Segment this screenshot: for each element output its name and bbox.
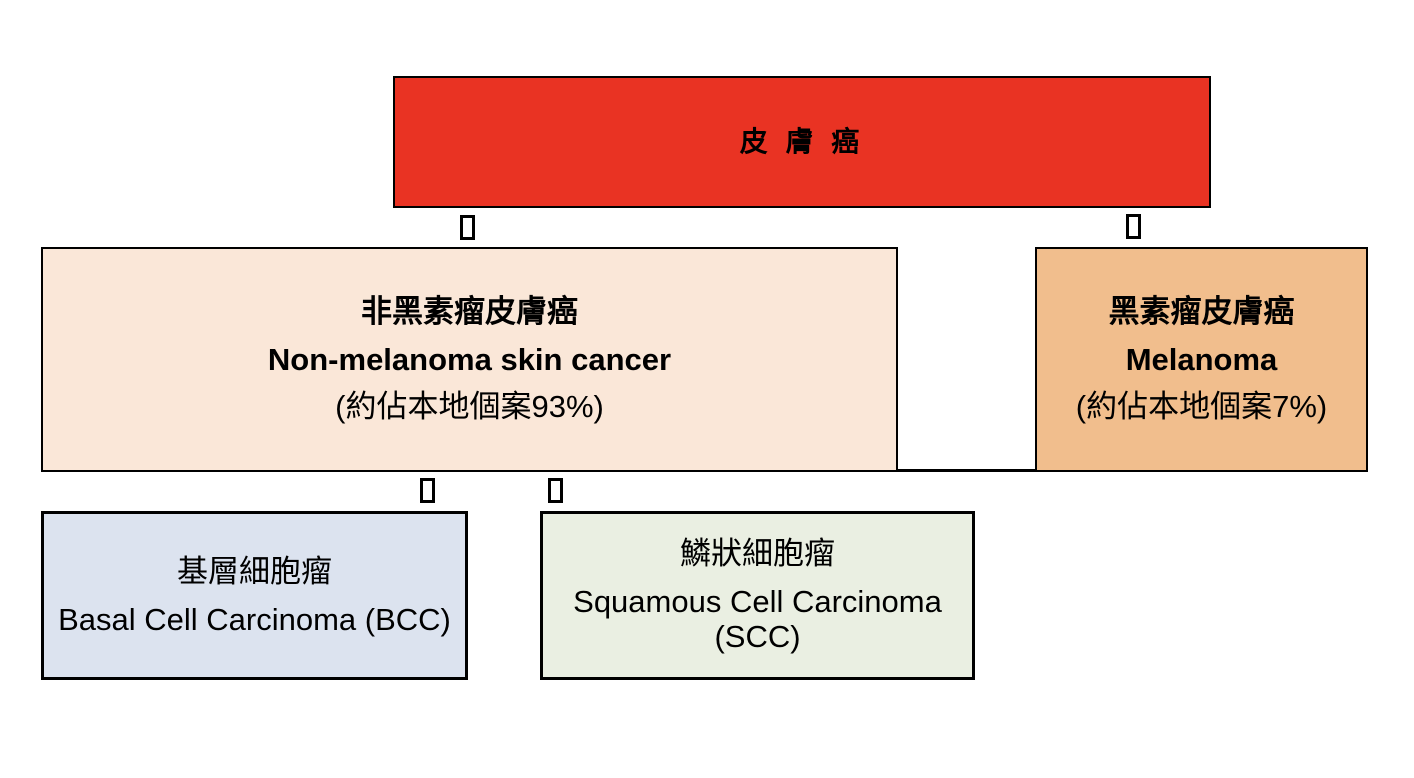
- melanoma-title-en: Melanoma: [1125, 341, 1278, 377]
- bottom-edge-connector-line: [896, 469, 1037, 472]
- basal-cell-carcinoma-box: 基層細胞瘤 Basal Cell Carcinoma (BCC): [41, 511, 468, 680]
- scc-title-en: Squamous Cell Carcinoma (SCC): [573, 583, 942, 655]
- scc-title-zh: 鱗狀細胞瘤: [680, 535, 835, 571]
- down-arrow-icon: [1126, 214, 1141, 239]
- skin-cancer-title: 皮 膚 癌: [739, 125, 865, 157]
- down-arrow-icon: [548, 478, 563, 503]
- non-melanoma-title-en: Non-melanoma skin cancer: [267, 341, 672, 377]
- down-arrow-icon: [460, 215, 475, 240]
- down-arrow-icon: [420, 478, 435, 503]
- non-melanoma-note: (約佔本地個案93%): [335, 389, 604, 425]
- squamous-cell-carcinoma-box: 鱗狀細胞瘤 Squamous Cell Carcinoma (SCC): [540, 511, 975, 680]
- skin-cancer-root-box: 皮 膚 癌: [393, 76, 1211, 208]
- non-melanoma-title-zh: 非黑素瘤皮膚癌: [361, 293, 578, 329]
- bcc-title-en: Basal Cell Carcinoma (BCC): [58, 601, 451, 637]
- melanoma-note: (約佔本地個案7%): [1075, 389, 1328, 425]
- melanoma-title-zh: 黑素瘤皮膚癌: [1108, 293, 1295, 329]
- non-melanoma-box: 非黑素瘤皮膚癌 Non-melanoma skin cancer (約佔本地個案…: [41, 247, 898, 472]
- melanoma-box: 黑素瘤皮膚癌 Melanoma (約佔本地個案7%): [1035, 247, 1368, 472]
- bcc-title-zh: 基層細胞瘤: [177, 553, 332, 589]
